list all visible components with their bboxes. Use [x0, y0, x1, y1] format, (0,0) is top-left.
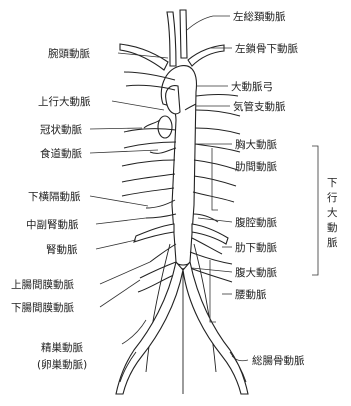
leader-ascending-aorta [112, 101, 164, 110]
suprarenal-branch [146, 214, 176, 218]
leader-superior-mesenteric [100, 262, 150, 284]
leader-celiac [198, 218, 232, 222]
renal-left-vessel [134, 224, 174, 242]
iliac-right-vessel [183, 262, 248, 394]
label-left-subclavian: 左鎖骨下動脈 [235, 42, 298, 55]
brachiocephalic-vessel [167, 12, 176, 66]
leader-middle-suprarenal [96, 218, 146, 224]
carotid-vessel [180, 10, 187, 58]
label-common-iliac: 総腸骨動脈 [252, 354, 305, 367]
label-ovarian: (卵巣動脈) [37, 358, 87, 371]
label-lumbar: 腰動脈 [235, 288, 267, 301]
aorta-illustration [116, 10, 248, 394]
label-middle-suprarenal: 中副腎動脈 [26, 218, 79, 231]
label-testicular: 精巣動脈 [41, 341, 83, 354]
label-inferior-mesenteric: 下腸間膜動脈 [11, 301, 74, 314]
label-superior-mesenteric: 上腸間膜動脈 [11, 278, 74, 291]
phrenic-branch [146, 200, 175, 208]
label-renal: 腎動脈 [46, 243, 78, 256]
label-coronary: 冠状動脈 [40, 123, 82, 136]
group-label-char-3: 大 [327, 206, 338, 219]
label-celiac: 腹腔動脈 [235, 216, 277, 229]
leader-esophageal [90, 150, 158, 153]
leader-coronary [90, 128, 142, 129]
iliac-left-vessel [116, 262, 183, 394]
superior-mesenteric-branch [150, 244, 176, 262]
bracket-descending-aorta [312, 146, 318, 275]
group-label-char-5: 脈 [327, 236, 338, 249]
label-aortic-arch: 大動脈弓 [231, 80, 273, 93]
label-ascending-aorta: 上行大動脈 [38, 95, 91, 108]
label-thoracic-aorta: 胸大動脈 [235, 138, 277, 151]
aortic-root [158, 116, 172, 138]
label-abdominal-aorta: 腹大動脈 [235, 266, 277, 279]
esophageal-branch [150, 148, 176, 153]
label-inferior-phrenic: 下横隔動脈 [28, 190, 81, 203]
leader-left-common-carotid [187, 16, 230, 30]
leader-inferior-phrenic [90, 196, 148, 206]
group-label-char-2: 行 [327, 191, 338, 204]
bracket-lumbar [210, 260, 216, 322]
label-brachiocephalic: 腕頭動脈 [48, 47, 90, 60]
celiac-branch [193, 214, 218, 222]
leader-renal [96, 240, 136, 249]
group-label-char-1: 下 [327, 177, 338, 189]
label-subcostal: 肋下動脈 [235, 241, 277, 254]
leader-inferior-mesenteric [100, 280, 140, 307]
label-esophageal: 食道動脈 [40, 147, 82, 160]
group-label-char-4: 動 [327, 221, 338, 234]
label-intercostal: 肋間動脈 [235, 160, 277, 173]
label-bronchial: 気管支動脈 [233, 100, 286, 113]
label-left-common-carotid: 左総頚動脈 [233, 10, 286, 23]
subcostal-branch [192, 238, 222, 254]
